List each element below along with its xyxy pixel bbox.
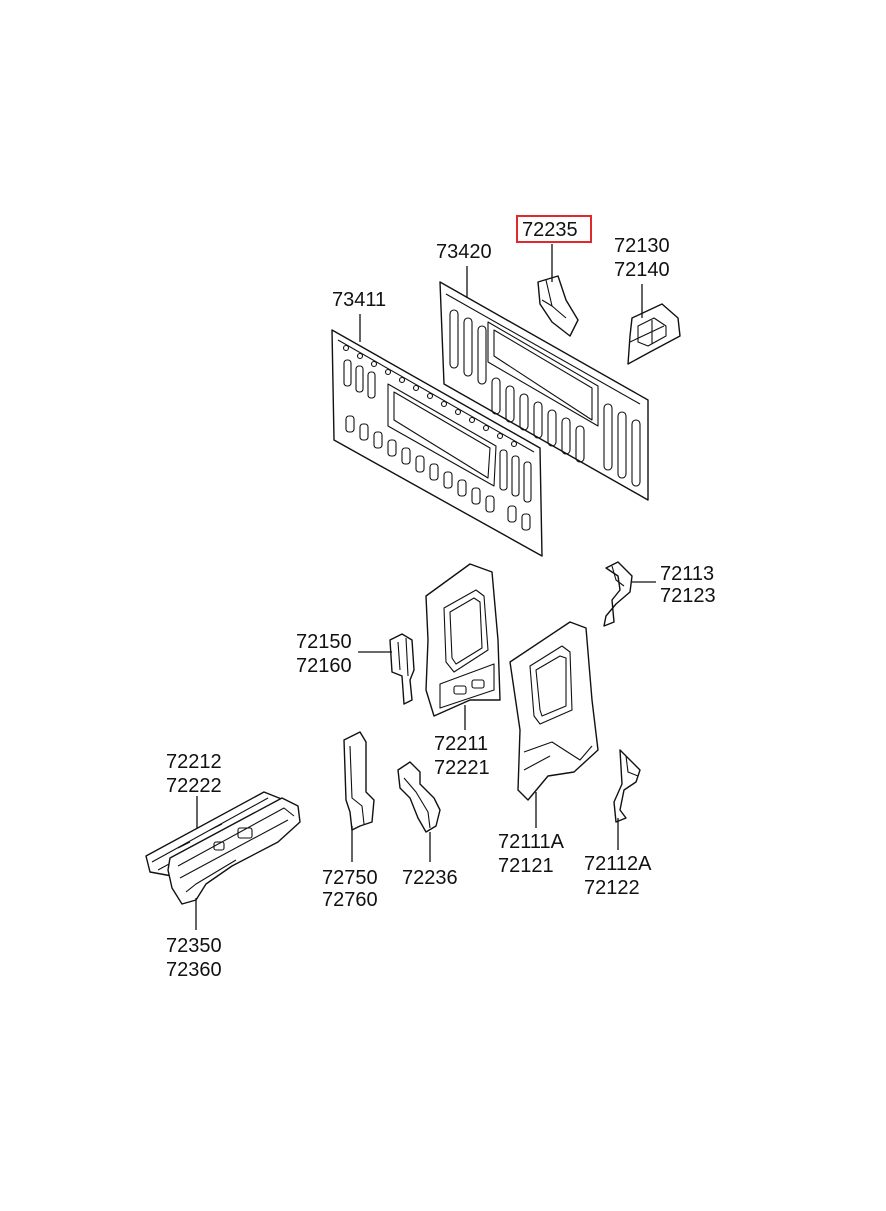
label-72350[interactable]: 72350 (166, 935, 222, 957)
highlight-box-72235 (516, 215, 592, 243)
part-72750-drawing (343, 731, 375, 831)
part-72111A-drawing (509, 621, 599, 801)
label-72221[interactable]: 72221 (434, 757, 490, 779)
part-72235-drawing (537, 275, 579, 337)
part-labels: 73420 72235 72130 72140 73411 72113 7212… (166, 219, 716, 981)
leader-lines (195, 244, 656, 930)
part-72150-drawing (389, 633, 415, 705)
part-73411-drawing (331, 329, 543, 557)
part-72112A-drawing (613, 749, 641, 823)
label-72750[interactable]: 72750 (322, 867, 378, 889)
label-72122[interactable]: 72122 (584, 877, 640, 899)
part-72130-drawing (627, 303, 681, 365)
label-72360[interactable]: 72360 (166, 959, 222, 981)
label-72113[interactable]: 72113 (660, 563, 714, 585)
label-72140[interactable]: 72140 (614, 259, 670, 281)
label-72236[interactable]: 72236 (402, 867, 458, 889)
label-72112A[interactable]: 72112A (584, 853, 652, 875)
label-72150[interactable]: 72150 (296, 631, 352, 653)
label-72760[interactable]: 72760 (322, 889, 378, 911)
part-72113-drawing (603, 561, 633, 627)
label-72212[interactable]: 72212 (166, 751, 222, 773)
label-72123[interactable]: 72123 (660, 585, 716, 607)
label-72111A[interactable]: 72111A (498, 831, 565, 853)
label-73420[interactable]: 73420 (436, 241, 492, 263)
label-72222[interactable]: 72222 (166, 775, 222, 797)
label-72121[interactable]: 72121 (498, 855, 554, 877)
label-73411[interactable]: 73411 (332, 289, 386, 311)
label-72130[interactable]: 72130 (614, 235, 670, 257)
label-72235[interactable]: 72235 (522, 219, 578, 241)
label-72211[interactable]: 72211 (434, 733, 488, 755)
part-72211-drawing (425, 563, 501, 717)
part-72236-drawing (397, 761, 441, 833)
part-72350-drawing (167, 797, 301, 905)
label-72160[interactable]: 72160 (296, 655, 352, 677)
part-73420-drawing (439, 281, 649, 501)
